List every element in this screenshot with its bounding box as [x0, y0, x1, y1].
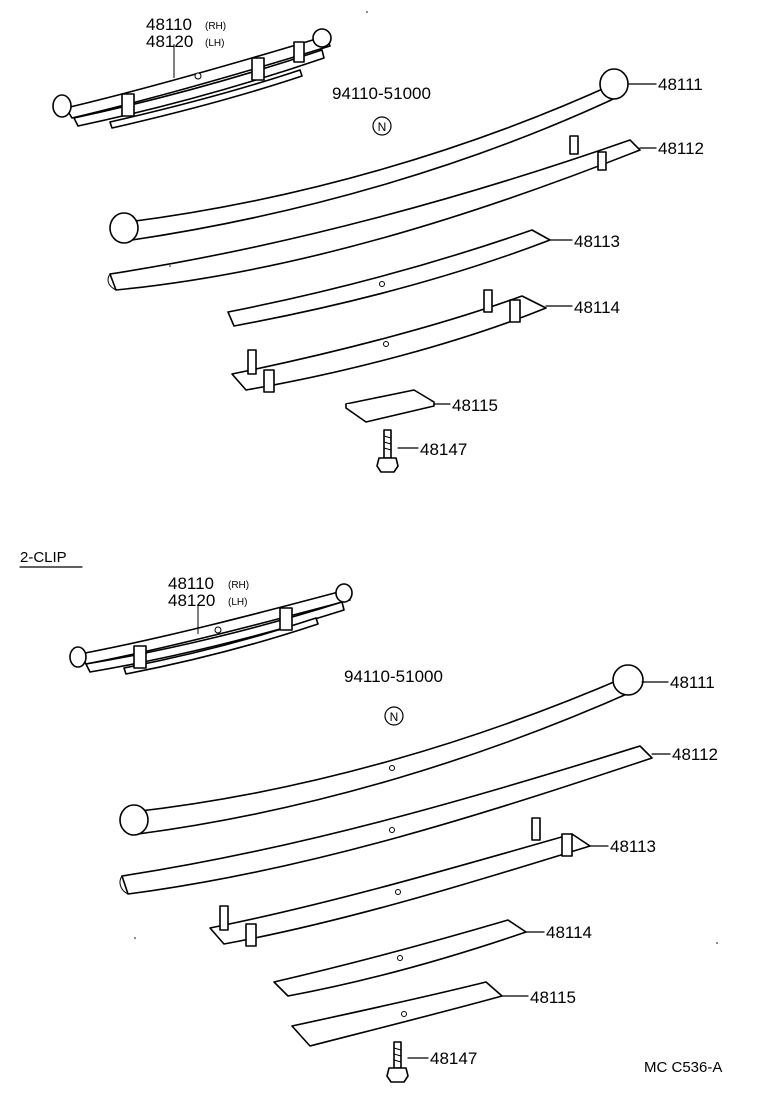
bottom-part-48114: 48114 [546, 923, 592, 942]
bottom-part-48111: 48111 [670, 673, 715, 692]
bottom-n-symbol-icon: N [384, 706, 404, 726]
top-part-48112: 48112 [658, 139, 704, 158]
bottom-section: 2-CLIP 48110 (RH) 48120 (LH) 94110-51000… [19, 549, 718, 1083]
top-section: 48110 (RH) 48120 (LH) 94110-51000 N 4811… [52, 15, 704, 473]
top-assembly-illustration [52, 28, 332, 129]
top-part-48147: 48147 [420, 440, 467, 459]
top-part-48114: 48114 [574, 298, 620, 317]
top-assembly-lh-suffix: (LH) [205, 38, 224, 49]
top-part-48111: 48111 [658, 75, 703, 94]
bottom-bolt-48147 [386, 1041, 429, 1083]
bottom-part-48115: 48115 [530, 988, 576, 1007]
bottom-leaf-48111 [119, 664, 669, 836]
top-assembly-rh-suffix: (RH) [205, 21, 226, 32]
top-leaf-48113 [227, 229, 573, 327]
bottom-part-48113: 48113 [610, 837, 656, 856]
svg-text:N: N [390, 710, 399, 724]
section-heading-2-clip: 2-CLIP [20, 549, 67, 566]
bottom-assembly-rh-number: 48110 [168, 574, 214, 593]
top-pad-48115 [345, 389, 451, 423]
top-assembly-rh-number: 48110 [146, 15, 192, 34]
bottom-leaf-48113 [209, 817, 609, 947]
bottom-leaf-48112 [119, 745, 671, 895]
top-part-48113: 48113 [574, 232, 620, 251]
bottom-part-48147: 48147 [430, 1049, 477, 1068]
bottom-leaf-48115 [291, 981, 529, 1047]
bottom-assembly-lh-suffix: (LH) [228, 597, 247, 608]
top-leaf-48111 [109, 68, 657, 244]
scan-specks [134, 11, 718, 944]
bottom-bolt-part-number: 94110-51000 [344, 667, 443, 686]
top-bolt-part-number: 94110-51000 [332, 84, 431, 103]
top-part-48115: 48115 [452, 396, 498, 415]
top-n-symbol-icon: N [372, 116, 392, 136]
top-assembly-lh-number: 48120 [146, 32, 193, 51]
figure-code: MC C536-A [644, 1059, 722, 1076]
bottom-assembly-lh-number: 48120 [168, 591, 215, 610]
svg-text:N: N [378, 120, 387, 134]
top-bolt-48147 [376, 429, 419, 473]
top-leaf-48114 [231, 289, 573, 393]
bottom-part-48112: 48112 [672, 745, 718, 764]
bottom-leaf-48114 [273, 919, 545, 997]
bottom-assembly-rh-suffix: (RH) [228, 580, 249, 591]
bottom-assembly-illustration [69, 583, 353, 675]
